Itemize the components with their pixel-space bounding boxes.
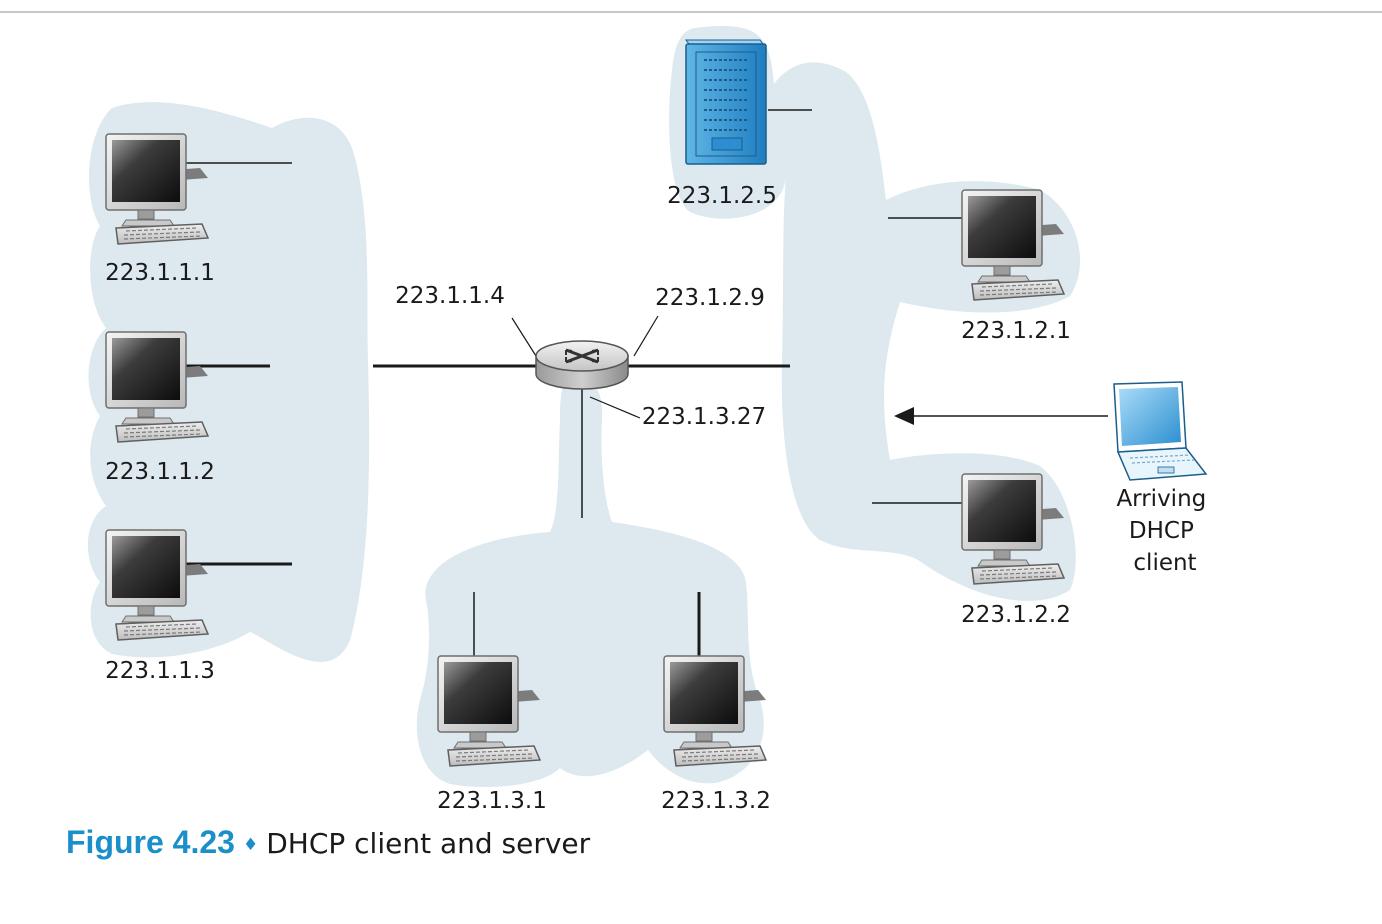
dhcp-server[interactable]: 223.1.2.5 (667, 39, 777, 209)
leader-223-1-2-9 (633, 315, 659, 357)
host-223-1-2-2[interactable]: 223.1.2.2 (961, 473, 1071, 628)
subnet-clouds (87, 26, 1081, 787)
host-ip-label: 223.1.1.2 (105, 459, 215, 485)
host-ip-label: 223.1.3.2 (661, 788, 771, 814)
figure-title: DHCP client and server (266, 827, 591, 860)
router-interface-label-3: 223.1.3.27 (642, 404, 766, 430)
host-ip-label: 223.1.2.1 (961, 318, 1071, 344)
router-interface-label-1: 223.1.1.4 (395, 283, 505, 309)
host-223-1-1-3[interactable]: 223.1.1.3 (105, 529, 215, 684)
client-label-line-1: Arriving (1116, 486, 1206, 512)
dhcp-arrow-head (894, 407, 914, 425)
arriving-dhcp-client[interactable]: Arriving DHCP client (1113, 381, 1214, 576)
figure-caption: Figure 4.23 ♦ DHCP client and server (66, 818, 590, 866)
network-links (184, 109, 1108, 660)
host-223-1-3-2[interactable]: 223.1.3.2 (661, 655, 771, 814)
host-ip-label: 223.1.1.3 (105, 658, 215, 684)
host-223-1-2-1[interactable]: 223.1.2.1 (961, 189, 1071, 344)
server-ip-label: 223.1.2.5 (667, 183, 777, 209)
host-223-1-1-1[interactable]: 223.1.1.1 (105, 133, 215, 286)
host-223-1-1-2[interactable]: 223.1.1.2 (105, 331, 215, 485)
router[interactable]: 223.1.1.4 223.1.2.9 223.1.3.27 (395, 283, 766, 430)
server-icon (685, 39, 767, 165)
figure-number: Figure 4.23 (66, 824, 235, 860)
leader-223-1-1-4 (511, 317, 537, 357)
host-223-1-3-1[interactable]: 223.1.3.1 (437, 655, 547, 814)
leader-223-1-3-27 (589, 396, 641, 419)
router-icon (535, 340, 629, 390)
host-ip-label: 223.1.2.2 (961, 602, 1071, 628)
host-ip-label: 223.1.3.1 (437, 788, 547, 814)
client-label: Arriving DHCP client (1116, 486, 1213, 576)
client-label-line-2: DHCP (1129, 518, 1194, 544)
laptop-icon (1113, 381, 1208, 481)
diamond-separator-icon: ♦ (242, 835, 259, 855)
router-interface-label-2: 223.1.2.9 (655, 285, 765, 311)
client-label-line-3: client (1133, 550, 1196, 576)
subnet-cloud-right (669, 26, 1081, 601)
host-ip-label: 223.1.1.1 (105, 260, 215, 286)
